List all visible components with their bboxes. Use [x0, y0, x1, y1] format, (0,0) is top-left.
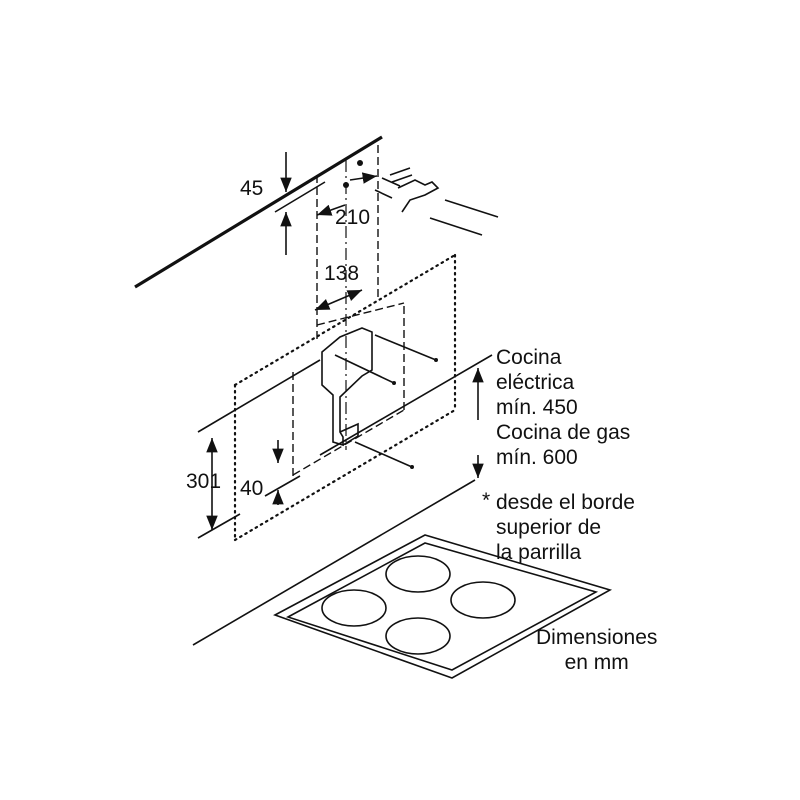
clearance-line-1: Cocina [496, 346, 562, 369]
ceiling-line [134, 135, 383, 289]
label-40: 40 [240, 477, 263, 500]
clearance-note: Cocina eléctrica mín. 450 Cocina de gas … [496, 345, 630, 470]
upper-screws [374, 177, 499, 236]
label-301: 301 [186, 470, 221, 493]
footnote-line-1: desde el borde [496, 491, 635, 514]
clearance-line-5: mín. 600 [496, 446, 578, 469]
upper-bracket [343, 160, 440, 213]
footnote: * desde el borde superior de la parrilla [482, 489, 635, 565]
burner-back-right [450, 581, 516, 619]
dimension-45 [274, 152, 326, 255]
clearance-line-3: mín. 450 [496, 396, 578, 419]
label-45: 45 [240, 177, 263, 200]
footnote-line-3: la parrilla [496, 541, 582, 564]
clearance-line-4: Cocina de gas [496, 421, 631, 444]
dimension-210 [316, 172, 378, 216]
units-note: Dimensiones en mm [536, 625, 657, 675]
burner-front-left [321, 589, 387, 627]
dimension-40 [264, 440, 301, 505]
burner-front-right [385, 617, 451, 655]
hanging-bracket [321, 327, 373, 447]
units-line-1: Dimensiones [536, 626, 658, 649]
dimension-clearance [319, 354, 493, 478]
burner-back-left [385, 555, 451, 593]
footnote-line-2: superior de [496, 516, 602, 539]
label-210: 210 [335, 206, 370, 229]
footnote-marker: * [482, 489, 491, 512]
units-line-2: en mm [564, 651, 629, 674]
lower-screws [334, 334, 438, 469]
cooktop [192, 479, 613, 679]
dimension-301 [197, 359, 321, 539]
clearance-line-2: eléctrica [496, 371, 575, 394]
dimension-138 [314, 289, 363, 311]
label-138: 138 [324, 262, 359, 285]
